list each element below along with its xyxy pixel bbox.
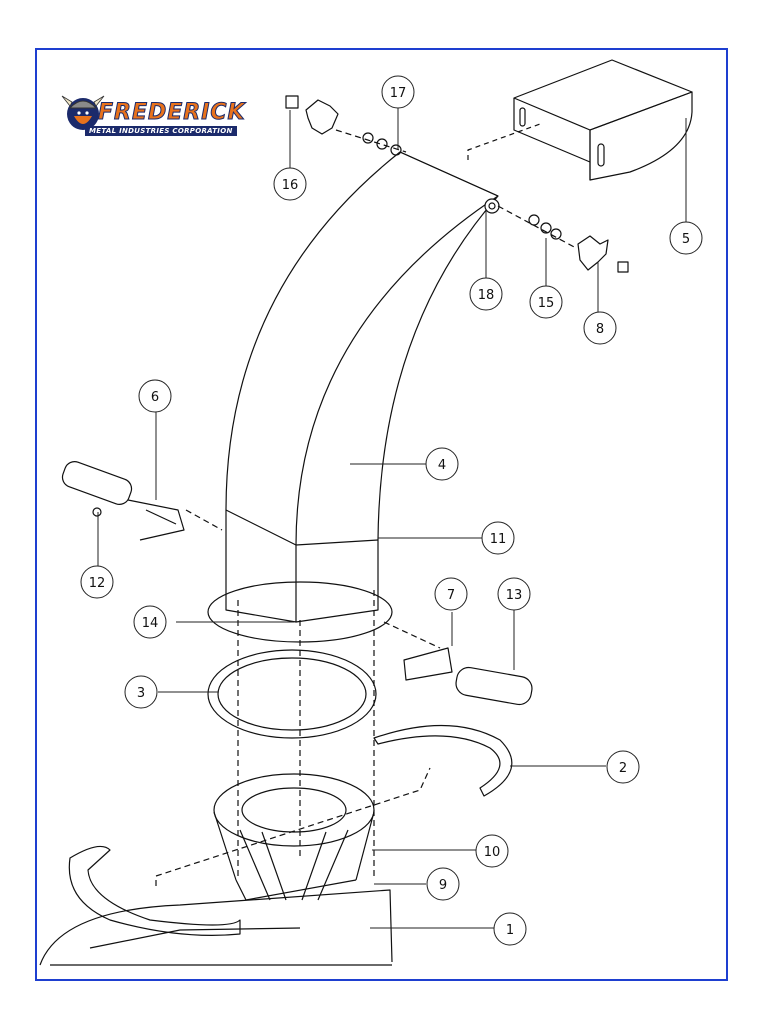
callout-6: 6 xyxy=(138,379,172,413)
callout-label: 3 xyxy=(137,686,145,701)
callout-label: 12 xyxy=(89,576,106,591)
drawing-frame xyxy=(35,48,728,981)
lower-half-ring xyxy=(68,845,241,936)
half-ring-bracket xyxy=(373,724,513,797)
callout-4: 4 xyxy=(425,447,459,481)
callout-8: 8 xyxy=(583,311,617,345)
callout-1: 1 xyxy=(493,912,527,946)
callout-14: 14 xyxy=(133,605,167,639)
left-crank-assembly xyxy=(61,461,185,541)
callout-12: 12 xyxy=(80,565,114,599)
callout-13: 13 xyxy=(497,577,531,611)
callout-5: 5 xyxy=(669,221,703,255)
callout-label: 11 xyxy=(490,532,507,547)
callout-3: 3 xyxy=(124,675,158,709)
callout-17: 17 xyxy=(381,75,415,109)
callout-label: 1 xyxy=(506,923,514,938)
callout-2: 2 xyxy=(606,750,640,784)
callout-7: 7 xyxy=(434,577,468,611)
discharge-chute xyxy=(225,151,500,623)
callout-label: 18 xyxy=(478,288,495,303)
viking-mascot-icon xyxy=(61,95,105,130)
ring-gasket xyxy=(207,649,377,739)
callout-label: 16 xyxy=(282,178,299,193)
callout-18: 18 xyxy=(469,277,503,311)
callout-label: 6 xyxy=(151,390,159,405)
callout-label: 9 xyxy=(439,878,447,893)
callout-16: 16 xyxy=(273,167,307,201)
callout-label: 10 xyxy=(484,845,501,860)
callout-label: 13 xyxy=(506,588,523,603)
callout-label: 14 xyxy=(142,616,159,631)
callout-9: 9 xyxy=(426,867,460,901)
callout-label: 2 xyxy=(619,761,627,776)
callout-label: 4 xyxy=(438,458,446,473)
base-housing xyxy=(39,773,393,966)
callout-label: 7 xyxy=(447,588,455,603)
star-knob-top xyxy=(285,95,339,135)
callout-leaders xyxy=(97,108,687,929)
assembly-lines xyxy=(155,129,577,886)
deflector-hood xyxy=(467,59,693,181)
callout-label: 8 xyxy=(596,322,604,337)
callout-11: 11 xyxy=(481,521,515,555)
company-logo: FREDERICK METAL INDUSTRIES CORPORATION xyxy=(58,84,245,142)
callout-label: 17 xyxy=(390,86,407,101)
callout-label: 15 xyxy=(538,296,555,311)
right-crank-assembly xyxy=(403,647,533,706)
callout-15: 15 xyxy=(529,285,563,319)
star-knob-right xyxy=(577,235,629,273)
callout-10: 10 xyxy=(475,834,509,868)
logo-subtitle: METAL INDUSTRIES CORPORATION xyxy=(85,126,237,136)
logo-wordmark: FREDERICK xyxy=(98,100,246,126)
washers xyxy=(362,132,562,240)
callout-label: 5 xyxy=(682,232,690,247)
